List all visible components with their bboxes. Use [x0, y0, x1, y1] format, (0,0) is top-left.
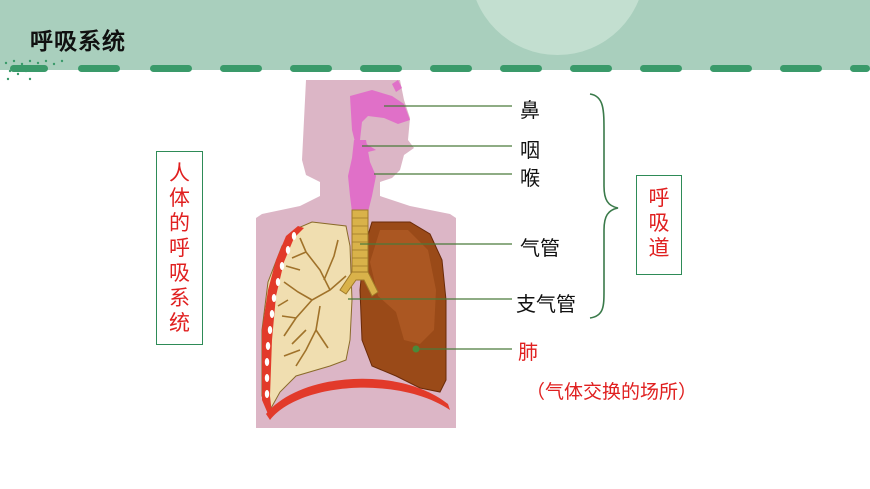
- header-dash-divider: [10, 65, 870, 72]
- diaphragm: [266, 378, 450, 420]
- pharynx-larynx: [348, 140, 376, 212]
- decorative-dots: [4, 59, 64, 81]
- main-bronchi: [339, 271, 379, 297]
- airway-group-box: 呼吸道: [636, 175, 682, 275]
- header-bar: 呼吸系统: [0, 0, 870, 70]
- airway-group-text: 呼吸道: [648, 186, 670, 260]
- side-title-text: 人体的呼吸系统: [169, 161, 190, 335]
- label-lung: 肺: [518, 340, 538, 364]
- airway-brace: [589, 93, 619, 319]
- label-larynx: 喉: [520, 166, 540, 190]
- page-title: 呼吸系统: [30, 29, 126, 55]
- lung-function-note: （气体交换的场所）: [526, 381, 698, 403]
- label-nose: 鼻: [520, 98, 540, 122]
- label-pharynx: 咽: [520, 138, 540, 162]
- side-title-box: 人体的呼吸系统: [156, 151, 203, 345]
- label-trachea: 气管: [520, 236, 560, 260]
- bronchial-tree: [277, 237, 347, 367]
- label-bronchi: 支气管: [516, 292, 576, 316]
